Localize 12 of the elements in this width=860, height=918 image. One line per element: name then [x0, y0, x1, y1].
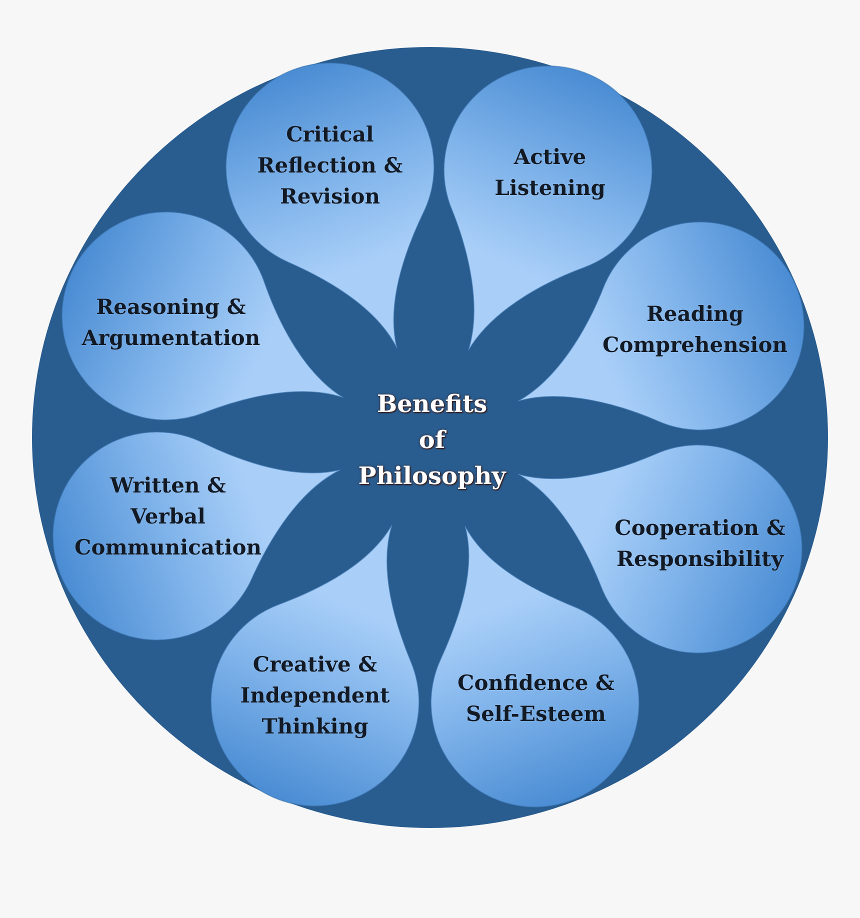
- petal-label: Reasoning & Argumentation: [81, 293, 261, 352]
- teardrop-petal: [62, 212, 344, 420]
- petal-label: Critical Reflection & Revision: [256, 120, 404, 210]
- petal-label: Confidence & Self-Esteem: [457, 669, 615, 728]
- petal-label: Creative & Independent Thinking: [240, 650, 390, 740]
- center-label: Benefits of Philosophy: [358, 388, 506, 492]
- petal-label: Written & Verbal Communication: [74, 472, 262, 562]
- teardrop-petal: [517, 445, 802, 653]
- petal-label: Active Listening: [494, 143, 606, 202]
- teardrop-petal: [517, 222, 804, 430]
- petal-label: Cooperation & Responsibility: [614, 514, 786, 573]
- petal-label: Reading Comprehension: [602, 300, 788, 359]
